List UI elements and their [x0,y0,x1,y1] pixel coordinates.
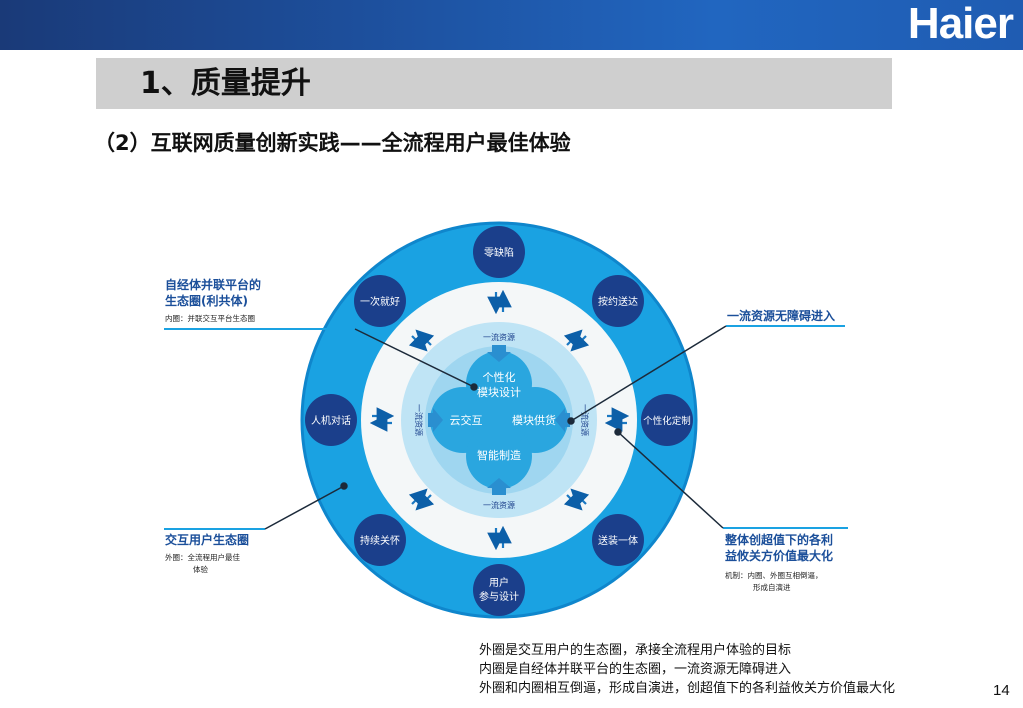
swap-arrow-left [369,407,395,432]
svg-text:零缺陷: 零缺陷 [484,246,514,259]
callout-top-right: 一流资源无障碍进入 [727,308,835,323]
resource-arrow-bottom: 一流资源 [483,478,515,510]
center-top-label-2: 模块设计 [477,386,521,399]
svg-text:生态圈(利共体): 生态圈(利共体) [165,293,248,308]
svg-text:益攸关方价值最大化: 益攸关方价值最大化 [725,548,833,563]
swap-arrow-bottom-left [408,488,435,511]
svg-text:持续关怀: 持续关怀 [360,534,400,547]
svg-text:内圈：并联交互平台生态圈: 内圈：并联交互平台生态圈 [165,313,255,323]
svg-text:送装一体: 送装一体 [598,534,638,547]
center-left-label: 云交互 [450,413,483,427]
petal-center [469,390,529,450]
svg-text:一流资源: 一流资源 [483,500,515,510]
swap-arrow-top [487,289,512,315]
resource-arrow-left: 一流资源 [414,404,443,436]
swap-arrow-bottom-right [563,488,590,511]
title-band [96,58,892,109]
swap-arrow-bottom [487,525,512,551]
swap-arrow-top-right [563,329,590,352]
resource-arrow-top: 一流资源 [483,332,515,362]
header-bar [0,0,1023,50]
svg-text:机制：内圈、外圈互相倒逼，: 机制：内圈、外圈互相倒逼， [725,570,823,580]
svg-text:一流资源无障碍进入: 一流资源无障碍进入 [727,308,835,323]
leader-top-left [164,328,478,391]
node-user-design: 用户 参与设计 [473,564,525,616]
svg-text:外圈：全流程用户最佳: 外圈：全流程用户最佳 [165,552,240,562]
leader-bottom-right [614,428,848,529]
svg-text:人机对话: 人机对话 [311,414,351,427]
leader-top-right [567,325,845,425]
note-line-3: 外圈和内圈相互倒逼，形成自演进，创超值下的各利益攸关方价值最大化 [479,681,896,696]
note-line-2: 内圈是自经体并联平台的生态圈，一流资源无障碍进入 [479,662,792,677]
notes-block: 外圈是交互用户的生态圈，承接全流程用户体验的目标 内圈是自经体并联平台的生态圈，… [479,641,895,698]
svg-text:一流资源: 一流资源 [483,332,515,342]
haier-logo: Haier [907,0,1014,48]
slide-title: 1、质量提升 [140,66,311,101]
page-number: 14 [993,682,1010,699]
callout-bottom-left: 交互用户生态圈 外圈：全流程用户最佳 体验 [165,532,249,574]
center-top-label-1: 个性化 [483,370,516,384]
callout-bottom-right: 整体创超值下的各利 益攸关方价值最大化 机制：内圈、外圈互相倒逼， 形成自演进 [724,532,833,592]
swap-arrow-top-left [408,329,435,352]
swap-arrow-right [604,407,630,432]
svg-text:一流资源: 一流资源 [580,404,590,436]
leader-bottom-left [164,482,348,530]
node-delivery-install: 送装一体 [592,514,644,566]
center-bottom-label: 智能制造 [477,448,521,462]
node-human-machine: 人机对话 [305,394,357,446]
node-right-first-time: 一次就好 [354,275,406,327]
node-continuous-care: 持续关怀 [354,514,406,566]
svg-text:一次就好: 一次就好 [360,295,400,308]
center-right-label: 模块供货 [512,413,556,427]
note-line-1: 外圈是交互用户的生态圈，承接全流程用户体验的目标 [479,643,792,658]
svg-text:整体创超值下的各利: 整体创超值下的各利 [724,532,833,547]
svg-text:参与设计: 参与设计 [479,590,519,603]
svg-text:按约送达: 按约送达 [598,295,638,308]
node-on-time-delivery: 按约送达 [592,275,644,327]
svg-text:个性化定制: 个性化定制 [643,415,691,427]
svg-text:用户: 用户 [489,576,509,589]
node-zero-defect: 零缺陷 [473,226,525,278]
svg-text:自经体并联平台的: 自经体并联平台的 [165,277,261,292]
svg-text:一流资源: 一流资源 [414,404,424,436]
node-customization: 个性化定制 [641,394,693,446]
resource-arrow-right: 一流资源 [555,404,590,436]
slide-subtitle: （2）互联网质量创新实践——全流程用户最佳体验 [94,131,571,155]
svg-text:体验: 体验 [193,564,208,574]
callout-top-left: 自经体并联平台的 生态圈(利共体) 内圈：并联交互平台生态圈 [165,277,261,323]
svg-text:形成自演进: 形成自演进 [753,582,791,592]
svg-text:交互用户生态圈: 交互用户生态圈 [165,532,249,547]
